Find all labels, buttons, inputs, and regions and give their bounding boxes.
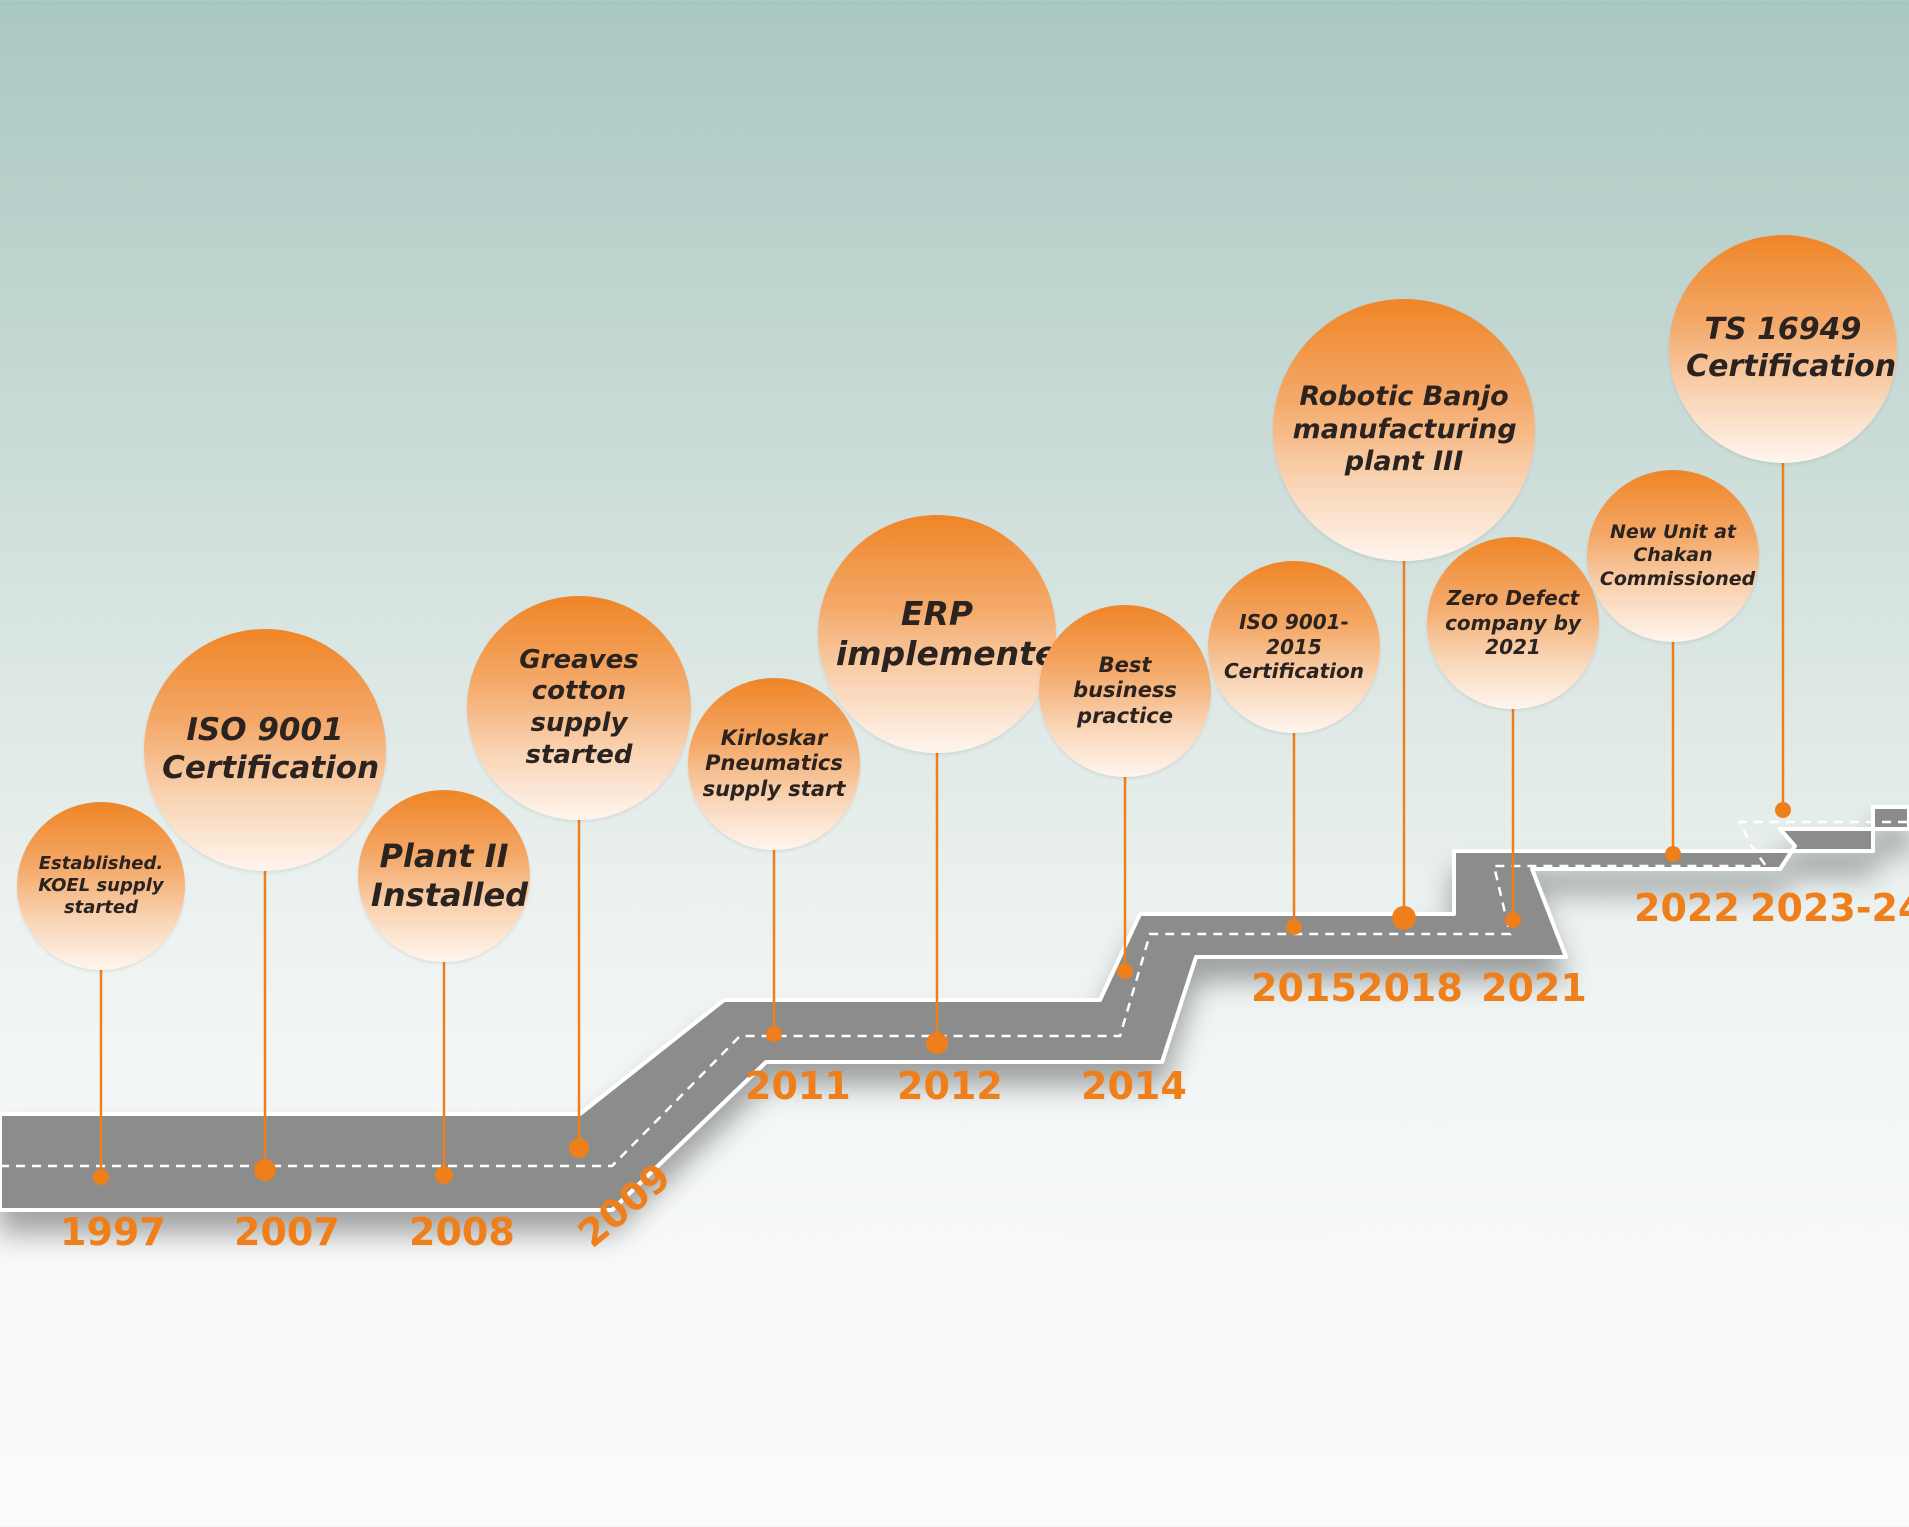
milestone-dot <box>1117 963 1133 979</box>
milestone-label: TS 16949 Certification <box>1686 312 1897 384</box>
milestone-dot <box>569 1138 589 1158</box>
milestone-bubble: ISO 9001-2015 Certification <box>1208 561 1380 733</box>
milestone-bubble: Plant II Installed <box>358 790 530 962</box>
milestone-year: 2015 <box>1251 966 1357 1010</box>
milestone-bubble: Greaves cotton supply started <box>467 596 691 820</box>
milestone-dot <box>93 1169 109 1185</box>
milestone-dot <box>254 1159 276 1181</box>
road <box>0 805 1909 1212</box>
milestone-dot <box>766 1026 782 1042</box>
milestone-label: Robotic Banjo manufacturing plant III <box>1292 380 1517 478</box>
milestone-label: Plant II Installed <box>370 836 529 914</box>
milestone-bubble: Zero Defect company by 2021 <box>1427 537 1599 709</box>
milestone-dot <box>1505 912 1521 928</box>
milestone-year: 2008 <box>409 1210 515 1254</box>
milestone-year: 2021 <box>1481 966 1587 1010</box>
milestone-year: 2014 <box>1081 1064 1187 1108</box>
milestone-bubble: Kirloskar Pneumatics supply start <box>688 678 860 850</box>
milestone-year: 1997 <box>60 1210 166 1254</box>
milestone-dot <box>1286 919 1302 935</box>
milestone-label: ISO 9001-2015 Certification <box>1223 610 1364 684</box>
milestone-year: 2012 <box>897 1064 1003 1108</box>
milestone-bubble: New Unit at Chakan Commissioned <box>1587 470 1759 642</box>
milestone-year: 2007 <box>234 1210 340 1254</box>
milestone-year: 2022 <box>1634 886 1740 930</box>
milestone-label: New Unit at Chakan Commissioned <box>1599 521 1756 590</box>
milestone-bubble: ISO 9001 Certification <box>144 629 386 871</box>
milestone-bubble: TS 16949 Certification <box>1669 235 1897 463</box>
milestone-dot <box>435 1166 453 1184</box>
milestone-bubble: ERP implemented <box>818 515 1081 753</box>
milestone-year: 2011 <box>745 1064 851 1108</box>
milestone-bubble: Established. KOEL supply started <box>17 802 185 970</box>
milestone-year: 2023-24 <box>1750 886 1909 930</box>
milestone-label: Greaves cotton supply started <box>519 644 639 770</box>
milestone-bubble: Best business practice <box>1039 605 1211 777</box>
milestone-label: Kirloskar Pneumatics supply start <box>702 725 846 801</box>
milestone-dot <box>926 1032 948 1054</box>
milestone-dot <box>1775 802 1791 818</box>
milestone-label: Best business practice <box>1073 652 1177 728</box>
milestone-connectors <box>93 463 1791 1185</box>
milestone-label: ISO 9001 Certification <box>162 712 380 786</box>
milestone-dot <box>1665 846 1681 862</box>
road-center-line <box>0 820 1909 1168</box>
milestone-dot <box>1392 906 1416 930</box>
milestone-label: Zero Defect company by 2021 <box>1445 586 1581 660</box>
milestone-label: Established. KOEL supply started <box>38 853 164 918</box>
milestone-bubble: Robotic Banjo manufacturing plant III <box>1273 299 1535 561</box>
milestone-label: ERP implemented <box>835 593 1081 673</box>
milestone-year: 2018 <box>1357 966 1463 1010</box>
